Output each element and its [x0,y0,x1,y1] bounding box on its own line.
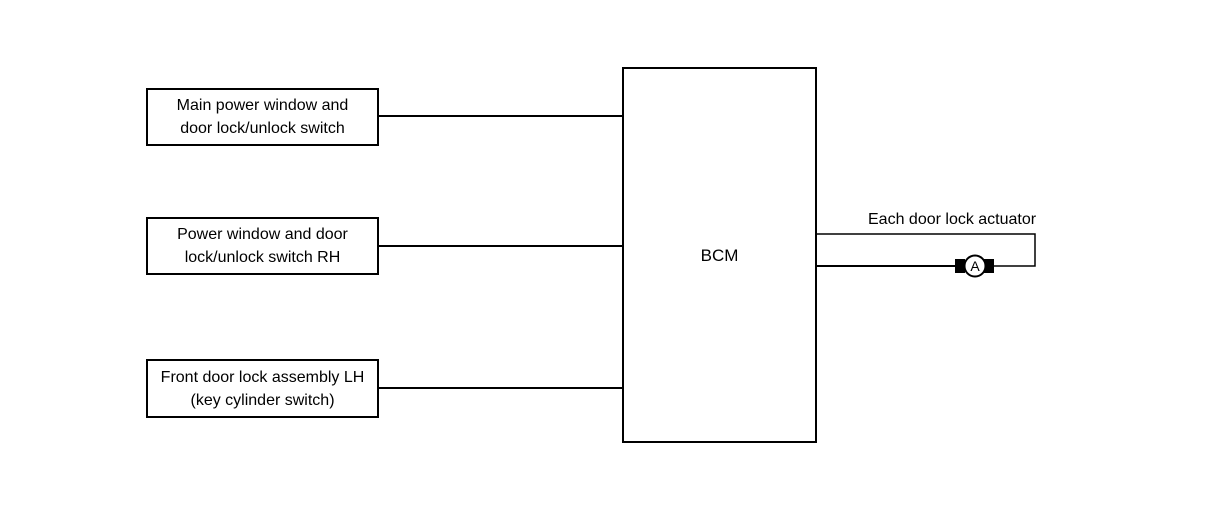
bcm-label: BCM [700,245,739,265]
input-3-line1: Front door lock assembly LH [160,368,365,386]
input-1-line1: Main power window and [176,97,349,114]
door-lock-actuator-label: Each door lock actuator [868,211,1037,228]
actuator-wire-loop [817,233,1036,267]
input-1-line2: door lock/unlock switch [180,120,345,137]
input-2-line2: lock/unlock switch RH [184,249,341,266]
motor-icon [955,254,994,278]
front-door-lock-assembly-box: Front door lock assembly LH (key cylinde… [146,359,379,418]
power-window-switch-rh-box: Power window and door lock/unlock switch… [146,217,379,275]
input-2-line1: Power window and door [177,226,348,243]
input-3-line2: (key cylinder switch) [190,391,335,409]
motor-symbol-letter: A [970,258,980,274]
main-power-window-switch-box: Main power window and door lock/unlock s… [146,88,379,146]
bcm-box: BCM [622,67,817,443]
